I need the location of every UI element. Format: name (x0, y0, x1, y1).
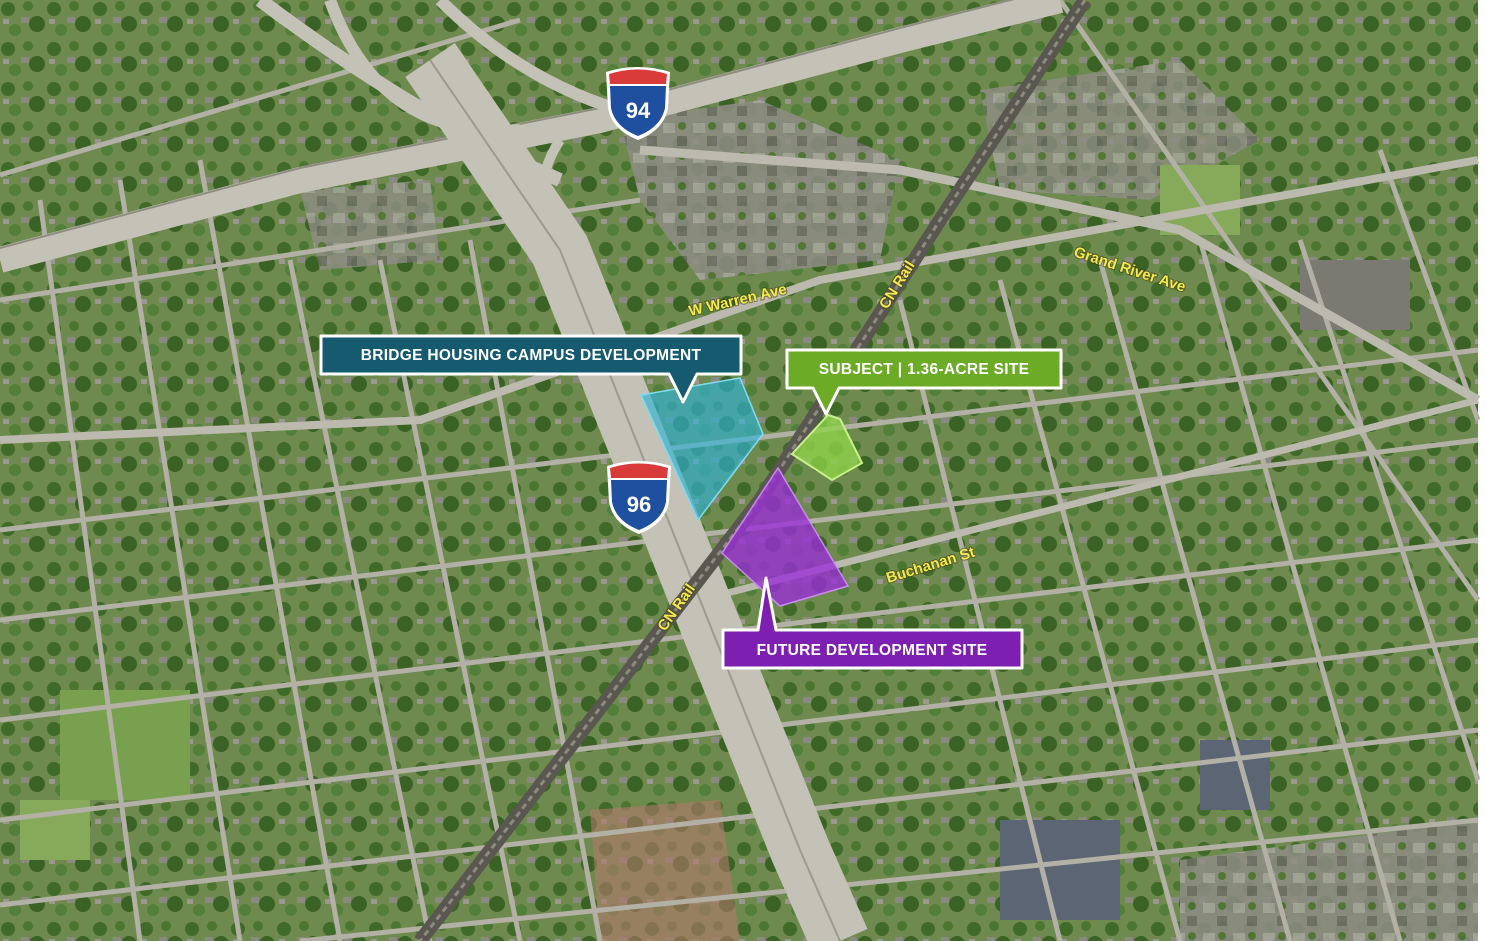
parking-area-southeast (1180, 820, 1478, 941)
bridge-housing-callout: BRIDGE HOUSING CAMPUS DEVELOPMENT (319, 334, 743, 404)
right-border (1478, 0, 1487, 941)
future-development-site[interactable] (721, 466, 850, 607)
future-development-callout: FUTURE DEVELOPMENT SITE (721, 576, 1024, 670)
subject-site[interactable] (790, 413, 864, 482)
interchange-ramp-3 (435, 0, 622, 116)
i96-shield-number: 96 (627, 492, 651, 517)
future-development-callout-text: FUTURE DEVELOPMENT SITE (757, 642, 988, 659)
i94-shield-number: 94 (626, 98, 651, 123)
industrial-area-north (620, 100, 900, 280)
bridge-housing-site[interactable] (639, 377, 764, 522)
i94-highway (0, 0, 1064, 273)
interstate-shield-icon: 94 (606, 67, 670, 140)
interstate-shield-icon: 96 (607, 461, 671, 534)
bridge-housing-callout-text: BRIDGE HOUSING CAMPUS DEVELOPMENT (361, 347, 702, 364)
industrial-area-west (300, 180, 440, 270)
cn-rail-ties (418, 0, 1087, 941)
grand-river-ave-road (639, 145, 1481, 404)
i96-median (429, 59, 841, 941)
subject-site-callout-text: SUBJECT | 1.36-ACRE SITE (819, 361, 1030, 378)
subject-site-callout: SUBJECT | 1.36-ACRE SITE (785, 348, 1063, 416)
building-southeast (1000, 820, 1120, 920)
